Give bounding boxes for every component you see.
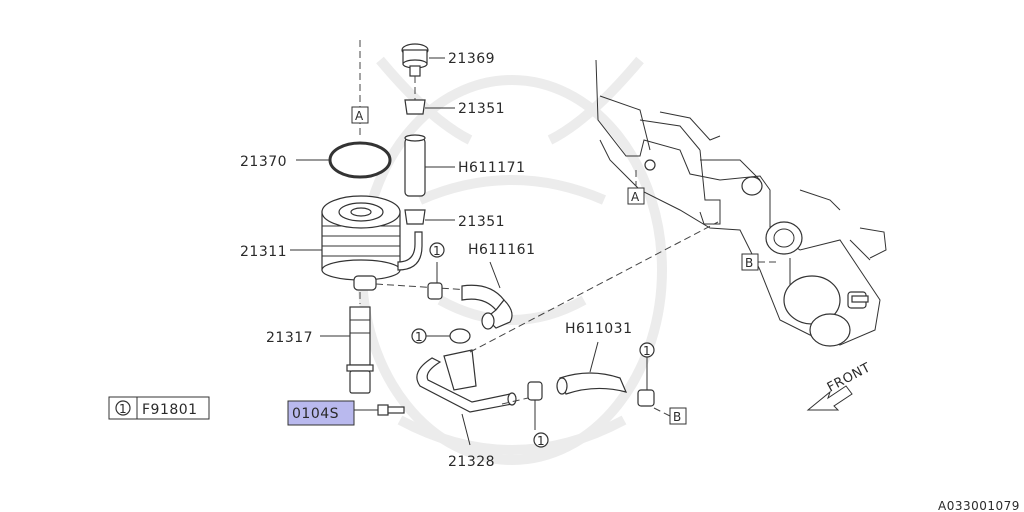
legend-box: 1 F91801 [108,396,210,420]
watermark-emblem [357,56,667,465]
front-direction-arrow: FRONT [806,360,873,411]
part-h611161-hose[interactable] [461,284,513,330]
svg-text:1: 1 [643,344,651,358]
svg-text:A: A [355,109,364,123]
hose-dashline [375,283,471,291]
svg-text:1: 1 [433,244,441,258]
label-21351-bottom[interactable]: 21351 [458,214,505,230]
part-0104s-bolt[interactable] [377,404,405,416]
clamp-1-right[interactable]: 1 [637,342,655,407]
ref-box-b-bottom: B [669,407,687,425]
label-21311[interactable]: 21311 [240,244,287,260]
label-h611031[interactable]: H611031 [565,321,632,337]
part-21369-cap[interactable] [401,43,429,77]
part-21351-clamp-bottom[interactable] [404,209,426,225]
ref-box-a-left: A [351,106,369,124]
part-21311-oil-cooler[interactable] [321,195,423,291]
svg-text:1: 1 [537,434,545,448]
diagram-id: A033001079 [938,499,1020,512]
part-21317-connector[interactable] [346,306,374,394]
svg-text:B: B [673,410,682,424]
ref-box-a-right: A [627,170,645,205]
hose-dashline-b [653,407,671,417]
clamp-1-upper[interactable]: 1 [427,242,445,300]
legend-index: 1 [119,402,127,416]
legend-code: F91801 [142,402,198,418]
ref-box-b-right: B [741,253,780,271]
engine-block [595,59,887,347]
part-h611031-hose[interactable] [556,372,628,395]
clamp-1-lower[interactable]: 1 [527,381,549,448]
label-h611171[interactable]: H611171 [458,160,525,176]
highlight-0104s[interactable]: 0104S [287,400,355,426]
label-21351-top[interactable]: 21351 [458,101,505,117]
label-21370[interactable]: 21370 [240,154,287,170]
part-21351-clamp-top[interactable] [404,99,426,115]
label-21317[interactable]: 21317 [266,330,313,346]
svg-text:B: B [745,256,754,270]
part-h611171-hose[interactable] [404,134,426,197]
svg-text:1: 1 [415,330,423,344]
label-21369[interactable]: 21369 [448,51,495,67]
svg-text:A: A [631,190,640,204]
label-21328[interactable]: 21328 [448,454,495,470]
connection-dashline [469,221,719,353]
clamp-1-middle[interactable]: 1 [411,328,471,344]
connection-dashline-lower [501,397,529,405]
svg-text:0104S: 0104S [292,406,339,422]
label-h611161[interactable]: H611161 [468,242,535,258]
part-21370-oring[interactable] [328,141,392,179]
part-21328-pipe[interactable] [416,349,517,413]
